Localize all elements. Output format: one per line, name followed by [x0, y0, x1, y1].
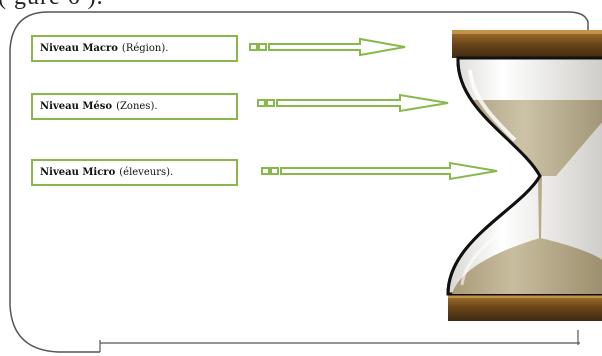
level-box-micro: Niveau Micro (éleveurs). — [31, 159, 238, 186]
level-name-meso: Niveau Méso — [40, 101, 113, 112]
level-name-macro: Niveau Macro — [40, 43, 118, 54]
arrow-right-icon — [261, 161, 498, 181]
arrow-right-icon — [249, 37, 406, 57]
level-box-meso: Niveau Méso (Zones). — [31, 93, 238, 120]
level-detail-macro: (Région). — [121, 43, 169, 54]
level-detail-meso: (Zones). — [116, 101, 158, 112]
level-name-micro: Niveau Micro — [40, 167, 116, 178]
level-box-macro: Niveau Macro (Région). — [31, 35, 238, 62]
arrow-right-icon — [257, 93, 449, 113]
level-detail-micro: (éleveurs). — [119, 167, 174, 178]
caption-fragment: ( gure 6 ). — [0, 0, 104, 11]
